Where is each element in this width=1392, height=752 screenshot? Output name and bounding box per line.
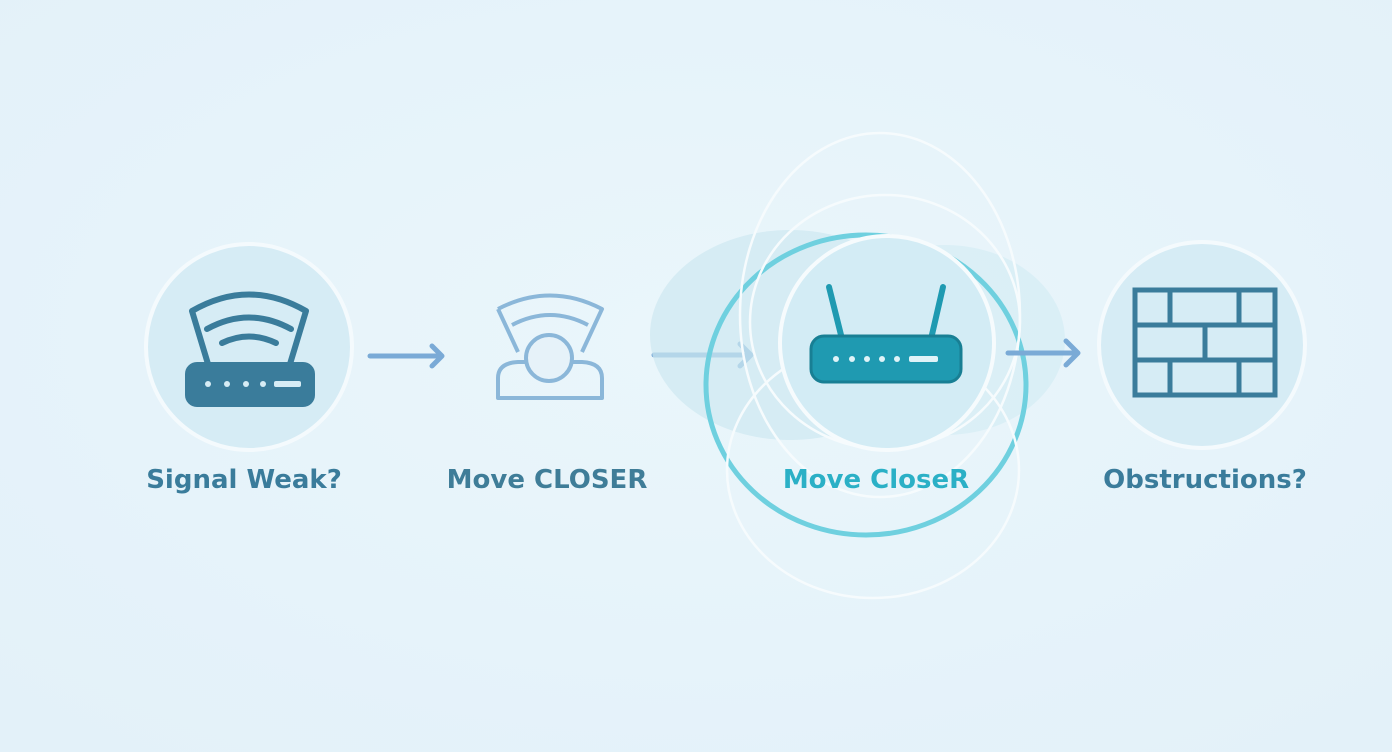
router-antenna-icon <box>809 284 963 384</box>
step-label: Move CLOSER <box>447 465 648 495</box>
arrow-right-icon <box>1005 338 1081 368</box>
step-obstructions: Obstructions? <box>1097 240 1307 495</box>
arrow-right-icon <box>367 343 445 369</box>
step-label: Move CloseR <box>783 465 969 495</box>
step-circle <box>144 242 354 452</box>
brick-wall-icon <box>1132 287 1278 398</box>
step-signal-weak: Signal Weak? <box>144 242 354 495</box>
step-label: Signal Weak? <box>146 465 342 495</box>
router-person-icon <box>496 293 604 400</box>
step-move-closer: Move CLOSER <box>447 293 648 495</box>
highlight-ring <box>703 232 1029 538</box>
step-label: Obstructions? <box>1103 465 1307 495</box>
step-move-closer-highlighted: Move CloseR <box>650 131 1065 600</box>
wifi-router-icon <box>185 291 315 407</box>
